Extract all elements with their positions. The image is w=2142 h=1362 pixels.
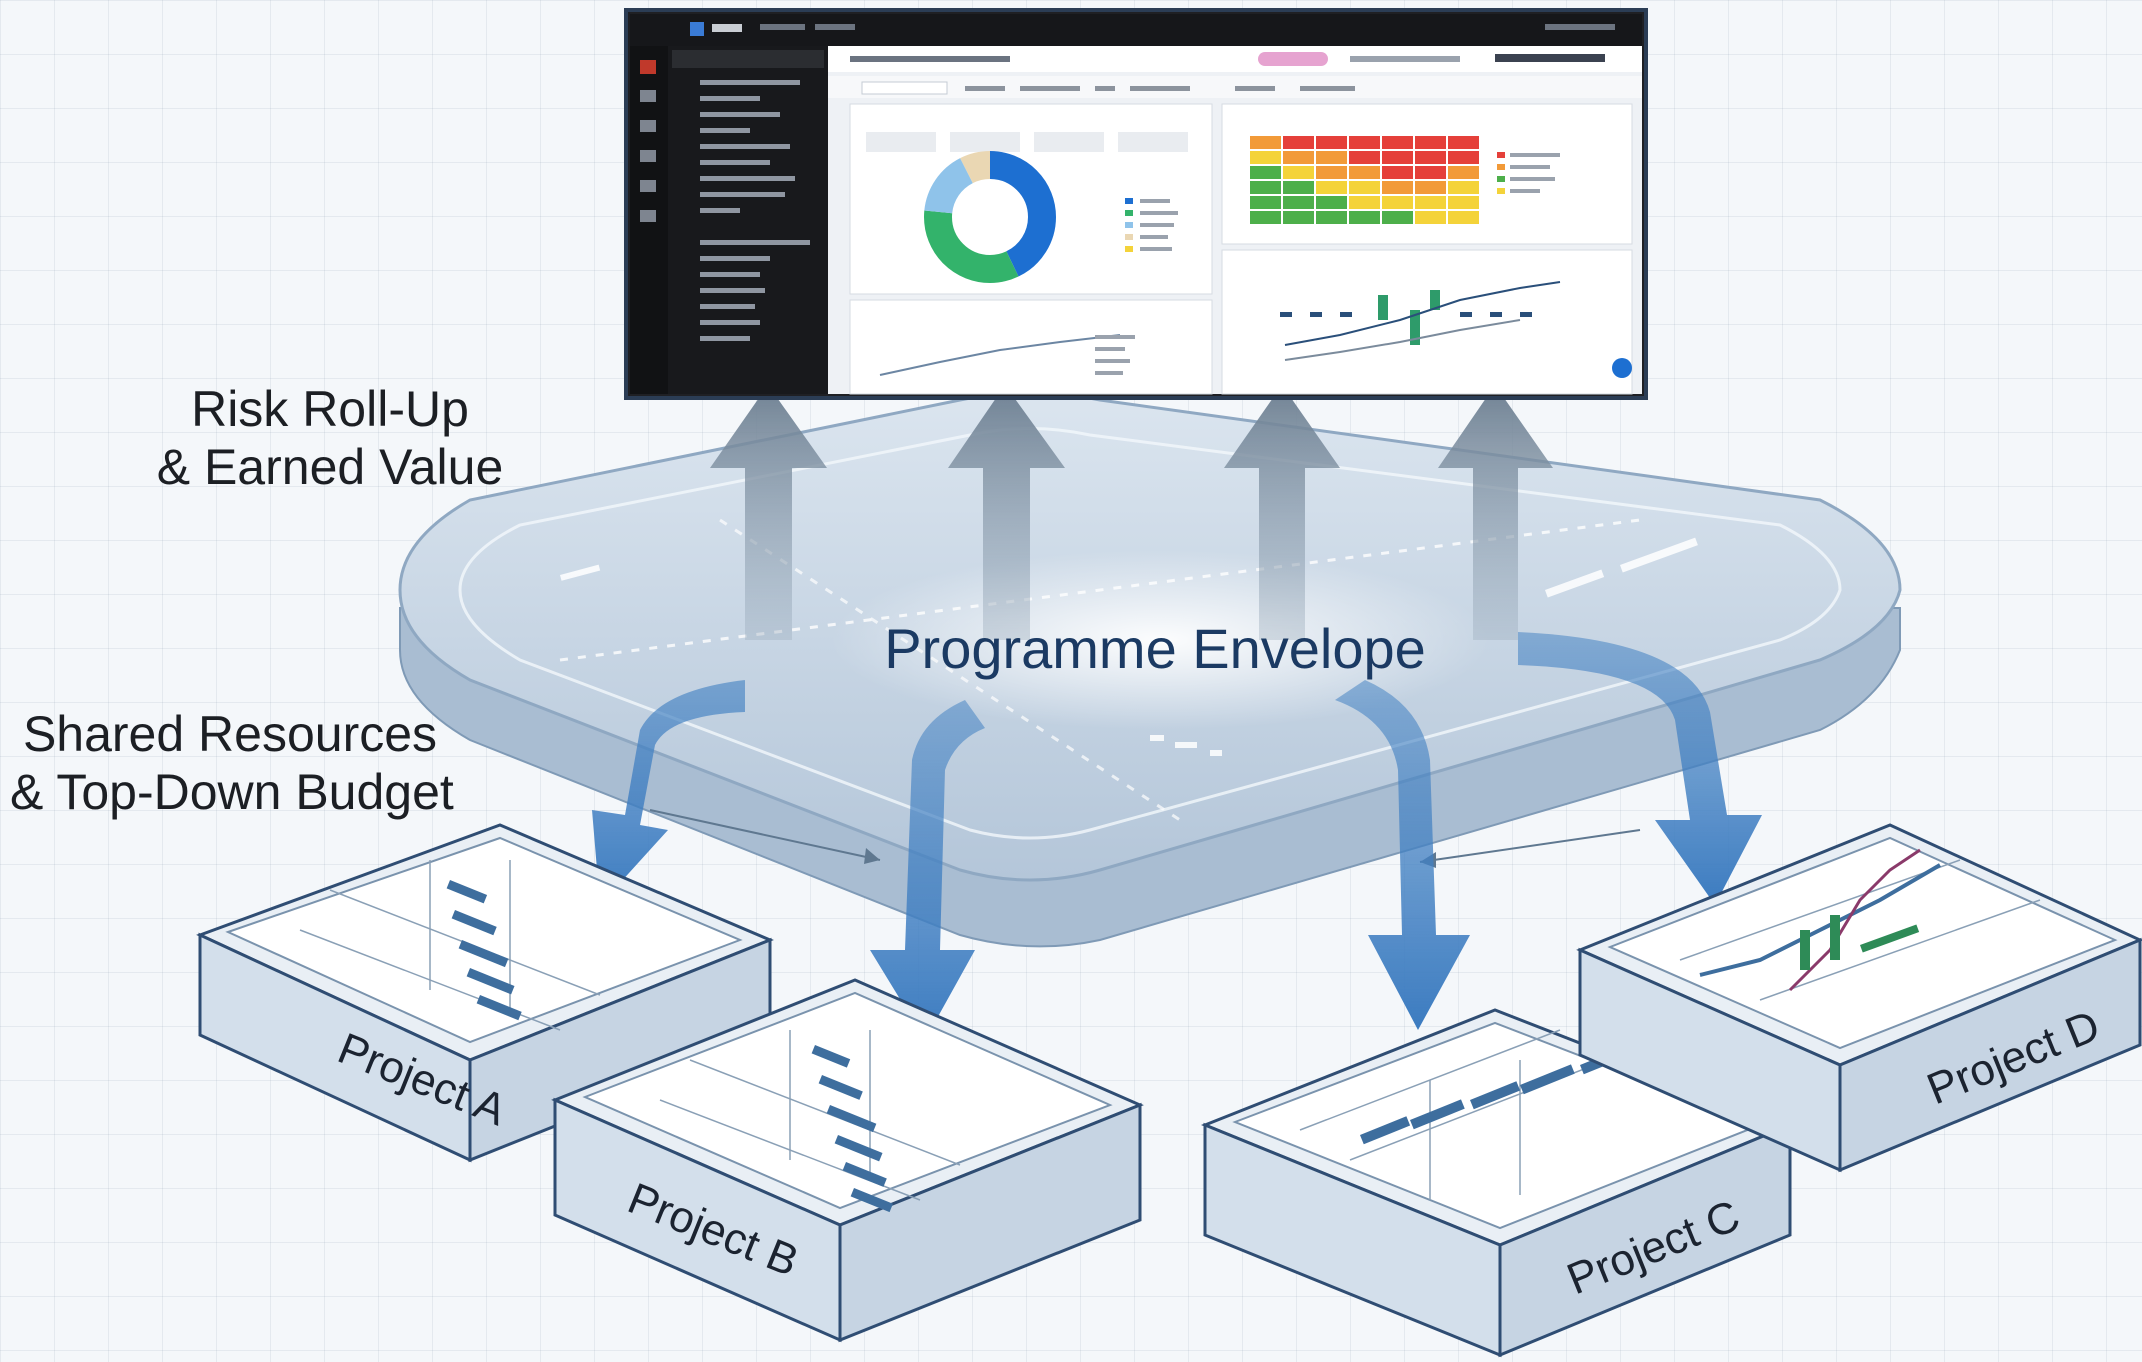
heatmap-cell [1283, 136, 1314, 149]
heatmap-cell [1283, 196, 1314, 209]
chat-icon [1612, 358, 1632, 378]
programme-dashboard [624, 8, 1648, 400]
risk-heatmap [1250, 136, 1479, 224]
heatmap-cell [1349, 136, 1380, 149]
project-box-a: Project A [196, 823, 774, 1163]
heatmap-cell [1250, 151, 1281, 164]
heatmap-cell [1415, 151, 1446, 164]
heatmap-cell [1316, 136, 1347, 149]
heatmap-cell [1283, 181, 1314, 194]
menu-icon [640, 60, 656, 74]
heatmap-cell [1448, 151, 1479, 164]
heatmap-cell [1382, 196, 1413, 209]
risk-rollup-line1: Risk Roll-Up [191, 381, 469, 437]
shared-line1: Shared Resources [22, 706, 438, 762]
heatmap-cell [1250, 211, 1281, 224]
heatmap-cell [1448, 211, 1479, 224]
project-box-d: Project D [1576, 823, 2142, 1173]
heatmap-cell [1448, 166, 1479, 179]
heatmap-cell [1448, 196, 1479, 209]
heatmap-cell [1382, 181, 1413, 194]
programme-envelope-label: Programme Envelope [884, 617, 1426, 680]
bell-icon [640, 210, 656, 222]
up-arrow-2 [948, 385, 1065, 640]
down-arrow-c [1335, 680, 1470, 1030]
down-arrow-d [1518, 630, 1762, 905]
heatmap-cell [1283, 211, 1314, 224]
up-arrow-4 [1438, 385, 1553, 640]
heatmap-cell [1250, 196, 1281, 209]
heatmap-cell [1415, 196, 1446, 209]
up-arrow-1 [710, 385, 827, 640]
shared-line2: & Top-Down Budget [10, 764, 454, 820]
heatmap-cell [1316, 211, 1347, 224]
heatmap-cell [1349, 151, 1380, 164]
risk-rollup-line2: & Earned Value [156, 439, 504, 495]
shared-resources-label: Shared Resources & Top-Down Budget [10, 705, 454, 821]
user-icon [640, 180, 656, 192]
heatmap-cell [1283, 166, 1314, 179]
gear-icon [640, 90, 656, 102]
shared-resource-arrows [592, 630, 1762, 1040]
heatmap-cell [1283, 151, 1314, 164]
heatmap-cell [1382, 151, 1413, 164]
risk-rollup-arrows [710, 385, 1553, 640]
heatmap-cell [1316, 151, 1347, 164]
heatmap-cell [1415, 211, 1446, 224]
heatmap-cell [1316, 196, 1347, 209]
heatmap-cell [1250, 136, 1281, 149]
heatmap-cell [1250, 166, 1281, 179]
heatmap-cell [1415, 181, 1446, 194]
heatmap-cell [1382, 211, 1413, 224]
heatmap-cell [1382, 136, 1413, 149]
heatmap-cell [1250, 181, 1281, 194]
file-icon [640, 150, 656, 162]
down-arrow-a [592, 630, 745, 905]
risk-rollup-label: Risk Roll-Up & Earned Value [150, 380, 510, 496]
heatmap-cell [1382, 166, 1413, 179]
heatmap-cell [1316, 166, 1347, 179]
project-box-b: Project B [551, 978, 1144, 1343]
heatmap-cell [1349, 181, 1380, 194]
heatmap-cell [1349, 166, 1380, 179]
chart-icon [640, 120, 656, 132]
heatmap-cell [1415, 136, 1446, 149]
heatmap-cell [1349, 196, 1380, 209]
down-arrow-b [870, 700, 985, 1040]
heatmap-cell [1349, 211, 1380, 224]
heatmap-cell [1415, 166, 1446, 179]
heatmap-cell [1316, 181, 1347, 194]
heatmap-cell [1448, 181, 1479, 194]
up-arrow-3 [1224, 385, 1340, 640]
heatmap-cell [1448, 136, 1479, 149]
